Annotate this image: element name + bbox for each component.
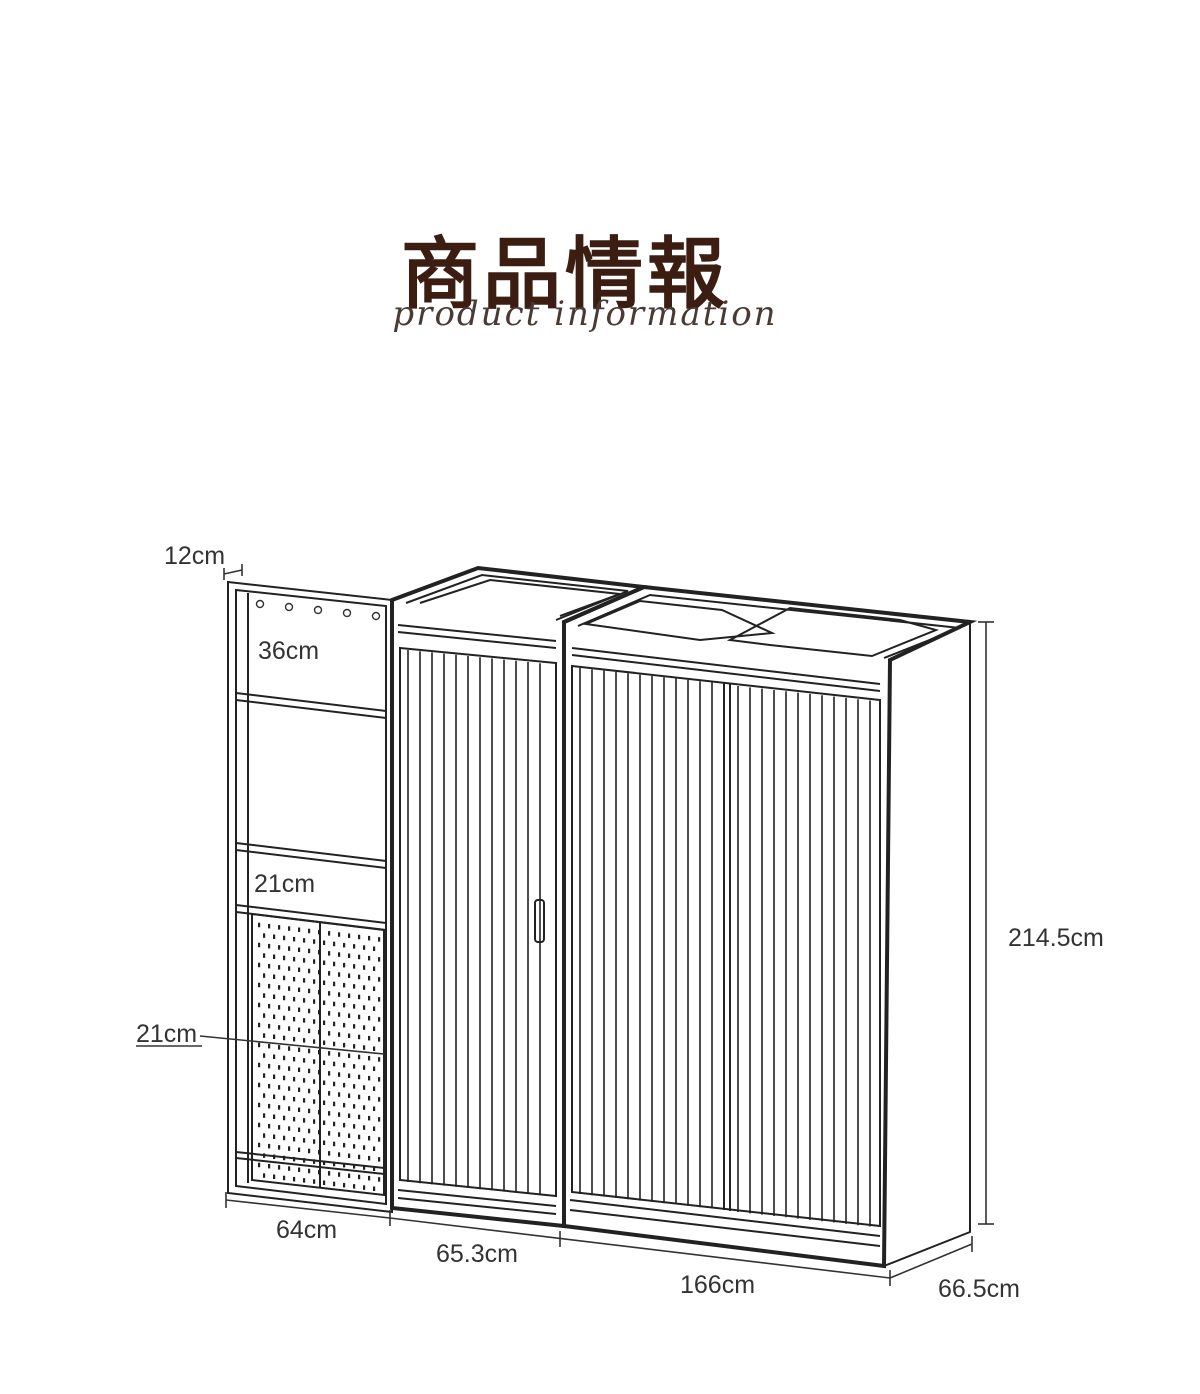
side-shelf-unit bbox=[227, 580, 393, 1214]
dim-middle-compartment: 21cm bbox=[254, 870, 316, 898]
dimension-lines bbox=[136, 564, 994, 1286]
dim-side-width: 64cm bbox=[276, 1216, 338, 1244]
page-title: 商品情報 bbox=[400, 230, 729, 320]
dim-depth: 66.5cm bbox=[938, 1275, 1020, 1303]
sliding-door-cabinet bbox=[562, 584, 978, 1269]
dim-pegboard-section: 21cm bbox=[136, 1020, 198, 1048]
single-door-cabinet bbox=[390, 565, 652, 1229]
dim-height: 214.5cm bbox=[1008, 924, 1104, 952]
dim-upper-compartment: 36cm bbox=[258, 637, 320, 665]
dim-door-width: 65.3cm bbox=[436, 1240, 518, 1268]
dim-total-width: 166cm bbox=[680, 1271, 756, 1299]
dim-side-depth: 12cm bbox=[164, 542, 226, 570]
page-subtitle: product information bbox=[392, 294, 778, 334]
door-handle bbox=[534, 899, 545, 943]
